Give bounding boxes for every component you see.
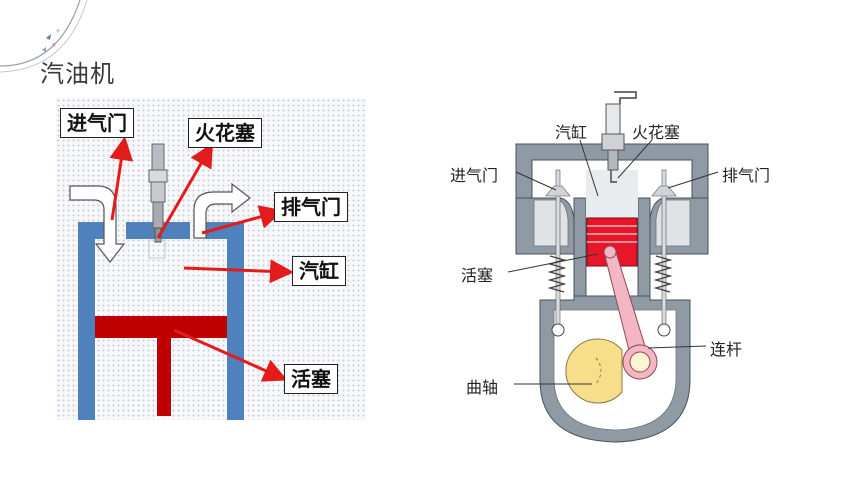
arrow-piston (173, 328, 288, 382)
label-spark-plug: 火花塞 (188, 118, 262, 148)
intake-flow-arrow (69, 185, 126, 263)
leader-piston (507, 253, 599, 273)
right-label-connecting-rod: 连杆 (710, 340, 743, 359)
leader-exhaust-valve (667, 171, 719, 189)
cylinder-top-left (78, 222, 108, 239)
label-intake-valve: 进气门 (60, 108, 134, 138)
cylinder-wall-left (573, 197, 587, 299)
arrow-cylinder (183, 259, 294, 284)
label-cylinder: 汽缸 (292, 256, 346, 286)
label-piston: 活塞 (284, 364, 338, 394)
cylinder-top-right (206, 222, 244, 239)
right-label-intake-valve: 进气门 (450, 166, 499, 185)
leader-cylinder (579, 139, 599, 197)
piston-head (95, 316, 227, 338)
arrow-exhaust-valve (201, 205, 284, 235)
right-label-cylinder: 汽缸 (555, 123, 588, 142)
cylinder-left-wall (78, 222, 95, 420)
leader-connecting-rod (647, 345, 707, 349)
label-exhaust-valve: 排气门 (274, 192, 348, 222)
right-label-piston: 活塞 (461, 266, 494, 285)
right-label-crankshaft: 曲轴 (466, 378, 499, 397)
right-label-spark-plug: 火花塞 (632, 123, 681, 142)
exhaust-flow-arrow (193, 182, 251, 239)
corner-decoration (0, 0, 88, 73)
leader-intake-valve (515, 171, 557, 191)
connecting-rod-graphic (603, 245, 658, 380)
crankshaft-graphic (565, 338, 623, 404)
exhaust-valve-graphic (651, 169, 677, 337)
page-title: 汽油机 (40, 60, 115, 88)
right-label-exhaust-valve: 排气门 (722, 166, 771, 185)
arrow-intake-valve (109, 136, 134, 221)
leader-spark-plug (617, 139, 653, 179)
spark-plug-graphic (148, 143, 168, 259)
right-spark-plug-graphic (601, 91, 637, 183)
arrow-spark-plug (156, 142, 214, 239)
piston-rod (157, 338, 171, 416)
cylinder-wall-right (637, 197, 651, 299)
